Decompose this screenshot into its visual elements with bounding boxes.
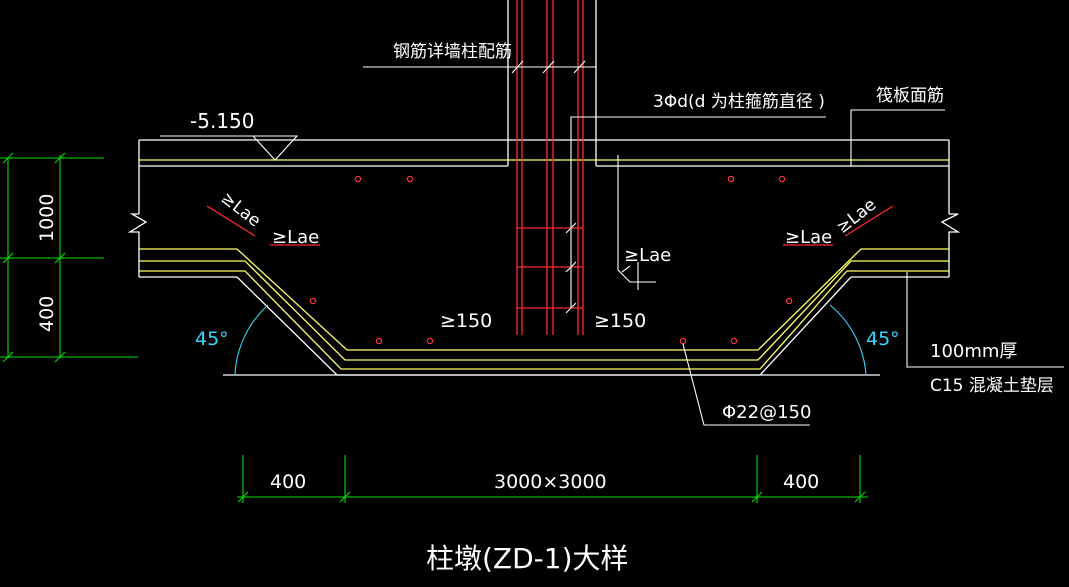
lae-left-label: ≥Lae: [272, 227, 319, 248]
angle-right-label: 45°: [866, 328, 900, 350]
lae-right-diagonal-label: ≥Lae: [833, 195, 880, 238]
elevation-label: -5.150: [190, 109, 254, 133]
column-rebar-note: 钢筋详墙柱配筋: [393, 42, 512, 62]
leader-lines: [160, 60, 1064, 426]
min150-right-label: ≥150: [594, 310, 646, 332]
stirrup-note: 3Φd(d 为柱箍筋直径 ): [653, 92, 825, 112]
lae-right-label: ≥Lae: [785, 227, 832, 248]
dim-vertical-bottom: 400: [36, 296, 58, 332]
concrete-outline: [127, 0, 961, 376]
cushion-thickness-label: 100mm厚: [930, 341, 1017, 362]
yellow-rebar-lines: [139, 159, 949, 370]
dim-vertical-top: 1000: [36, 194, 58, 242]
dim-horizontal-right: 400: [783, 471, 819, 493]
angle-arcs: [234, 304, 867, 376]
lae-left-diagonal-label: ≥Lae: [217, 188, 264, 231]
raft-top-rebar-label: 筏板面筋: [876, 86, 944, 106]
dim-horizontal-left: 400: [270, 471, 306, 493]
drawing-title: 柱墩(ZD-1)大样: [426, 542, 629, 575]
angle-left-label: 45°: [195, 328, 229, 350]
cushion-material-label: C15 混凝土垫层: [930, 376, 1054, 396]
rebar-dots: [309, 175, 793, 345]
min150-left-label: ≥150: [440, 310, 492, 332]
bottom-rebar-label: Φ22@150: [722, 402, 811, 423]
dim-horizontal-mid: 3000×3000: [494, 471, 607, 493]
dimension-lines: [0, 152, 868, 503]
column-red-rebars: [206, 0, 894, 335]
lae-center-label: ≥Lae: [624, 245, 671, 266]
